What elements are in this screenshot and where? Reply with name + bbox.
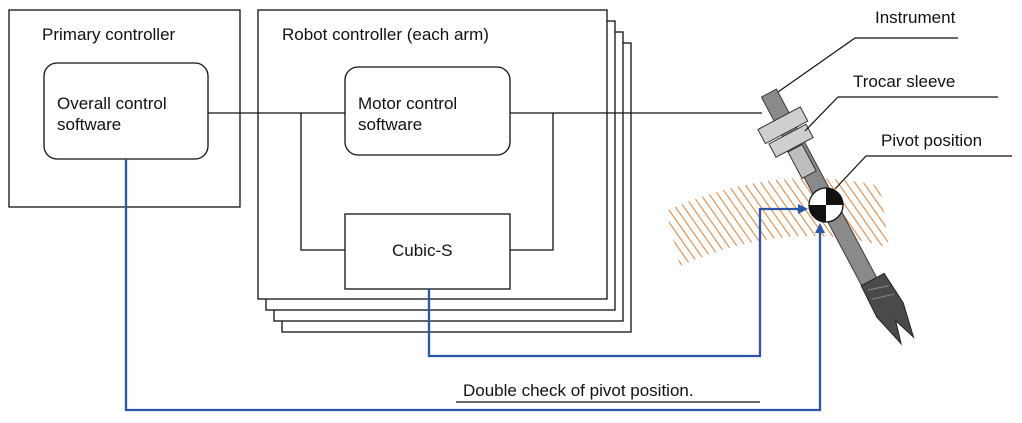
trocar-sleeve-label: Trocar sleeve	[853, 72, 956, 91]
overall-control-label: Overall control software	[57, 94, 167, 134]
instrument-tip	[860, 272, 915, 346]
connection-lines	[208, 112, 762, 251]
pivot-position-label: Pivot position	[881, 131, 983, 150]
double-check-label: Double check of pivot position.	[463, 381, 694, 400]
cubic-s-box	[344, 213, 511, 290]
trocar-sleeve	[757, 106, 817, 180]
primary-controller-label: Primary controller	[42, 25, 176, 44]
cubic-s-label: Cubic-S	[392, 241, 453, 260]
motor-control-label: Motor control software	[358, 94, 458, 134]
robot-controller-label: Robot controller (each arm)	[282, 25, 489, 44]
leader-lines	[777, 37, 1012, 190]
pivot-marker	[808, 187, 844, 223]
motor-control-box	[344, 66, 511, 156]
instrument-label: Instrument	[875, 8, 956, 27]
double-check-arrows	[124, 159, 825, 412]
